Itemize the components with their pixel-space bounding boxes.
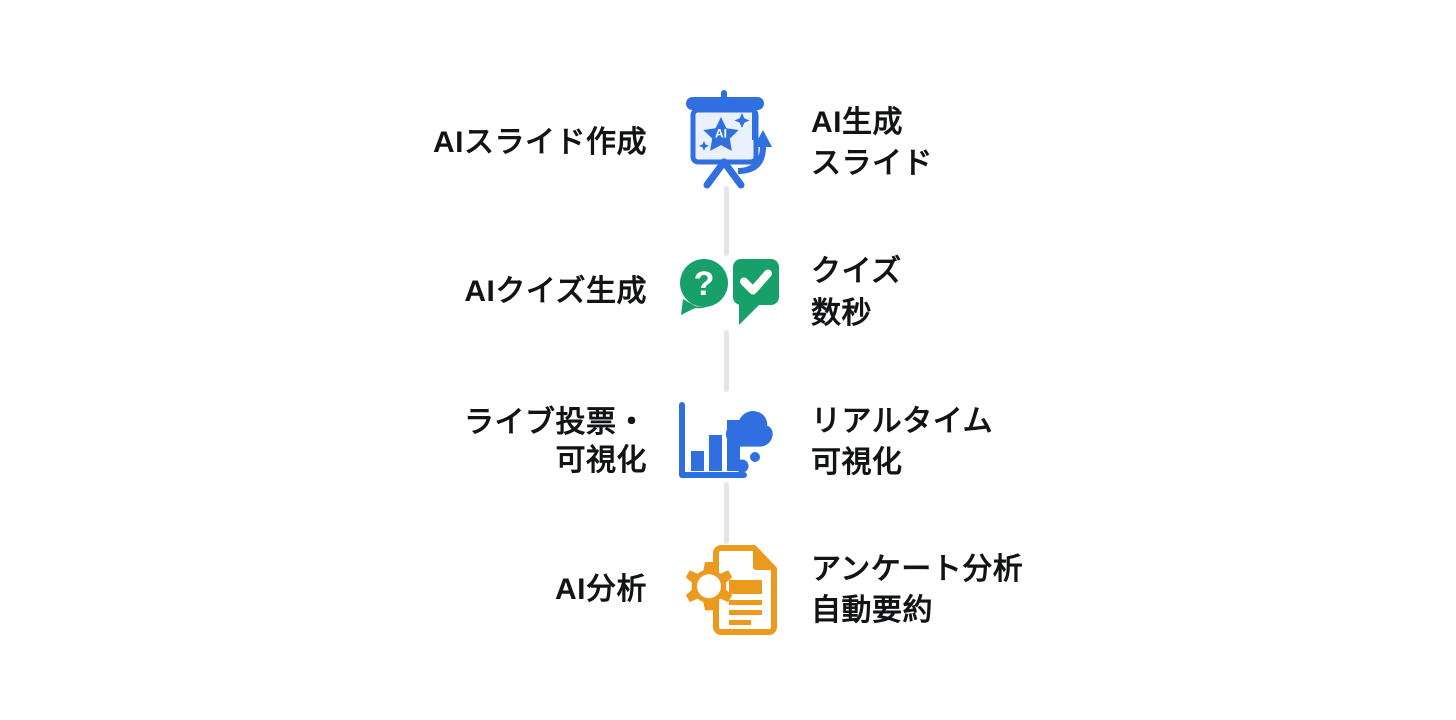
row-icon-cell-3 — [669, 399, 787, 485]
row-right-label-live-poll-visualization: リアルタイム 可視化 — [811, 404, 994, 479]
row-icon-cell-1: AI — [669, 89, 787, 197]
flow-row-live-poll-visualization: ライブ投票・ 可視化 リアルタイム 可視化 — [0, 388, 1456, 496]
row-left-label-ai-slide-creation: AIスライド作成 — [433, 125, 647, 159]
row-left-label-live-poll-visualization: ライブ投票・ 可視化 — [464, 405, 647, 477]
flow-row-ai-quiz-generation: AIクイズ生成 ? クイズ 数秒 — [0, 240, 1456, 345]
svg-text:AI: AI — [715, 127, 727, 141]
connector-line-3 — [724, 482, 729, 544]
row-right-label-ai-quiz-generation: クイズ 数秒 — [811, 255, 902, 330]
bar-chart-cloud-icon — [676, 399, 780, 485]
svg-text:?: ? — [694, 265, 715, 303]
ai-presentation-icon: AI — [676, 89, 780, 197]
flow-row-ai-analysis: AI分析 アン — [0, 535, 1456, 645]
row-icon-cell-2: ? — [669, 255, 787, 331]
row-left-label-ai-analysis: AI分析 — [555, 572, 647, 606]
row-right-label-ai-analysis: アンケート分析 自動要約 — [811, 552, 1024, 627]
quiz-chat-bubbles-icon: ? — [676, 255, 780, 331]
row-left-label-ai-quiz-generation: AIクイズ生成 — [464, 275, 647, 309]
flow-row-ai-slide-creation: AIスライド作成 AI — [0, 88, 1456, 198]
connector-line-1 — [724, 186, 729, 256]
connector-line-2 — [724, 330, 729, 392]
row-right-label-ai-slide-creation: AI生成 スライド — [811, 105, 933, 180]
gear-document-icon — [676, 542, 780, 638]
row-icon-cell-4 — [669, 542, 787, 638]
